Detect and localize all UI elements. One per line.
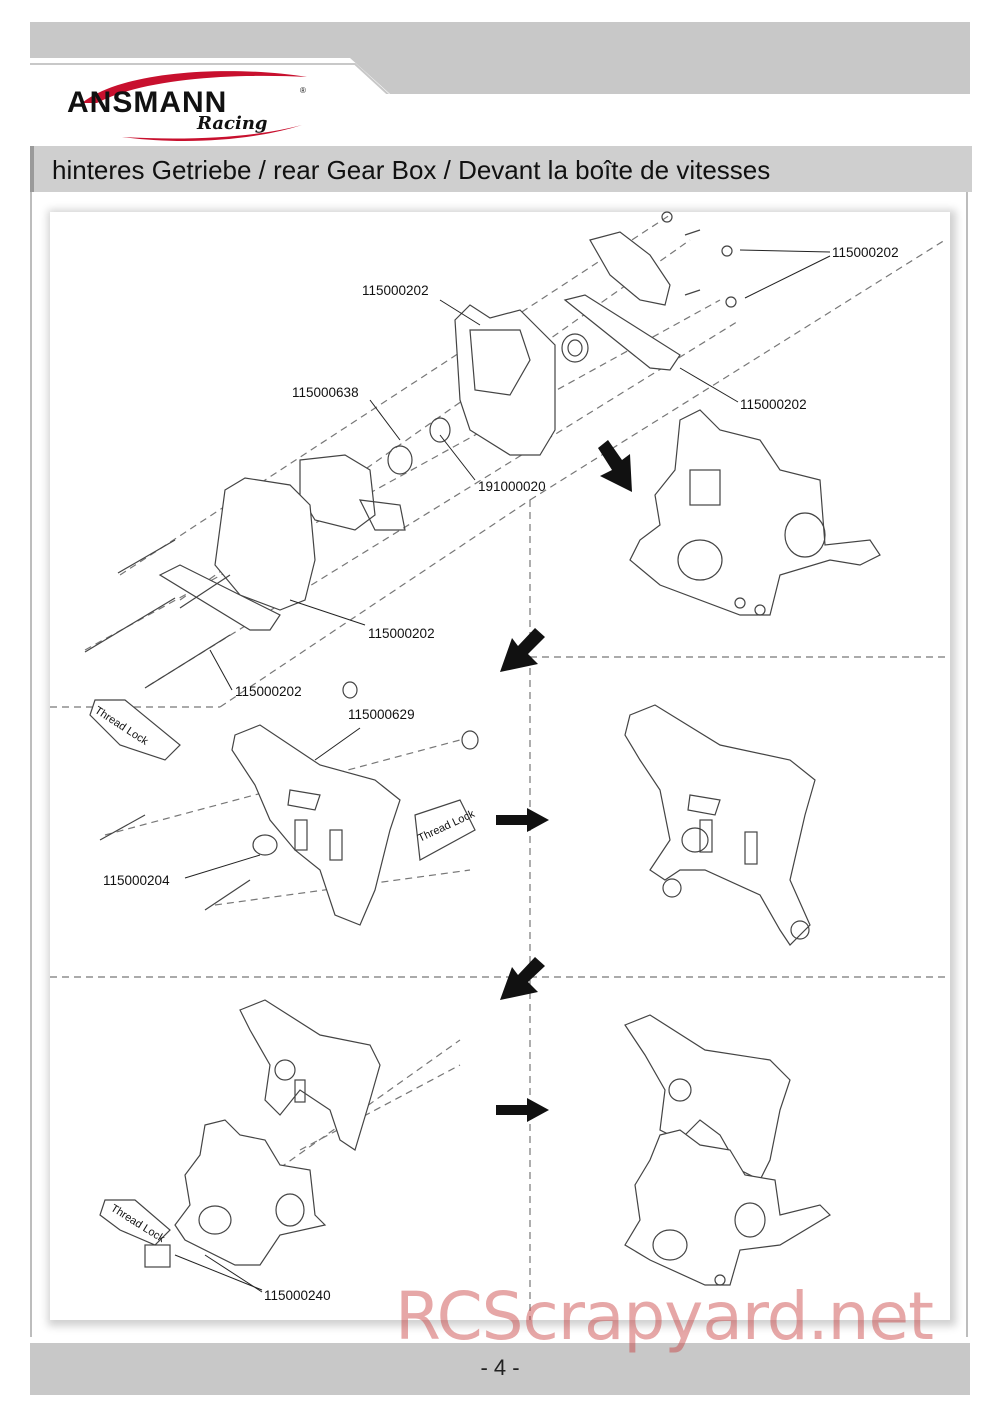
arrow-down-right-icon — [598, 440, 632, 492]
section-title-bar: hinteres Getriebe / rear Gear Box / Deva… — [30, 146, 972, 192]
gearbox-assembled-view — [629, 409, 881, 616]
footer-bar — [30, 1343, 970, 1395]
watermark: RCScrapyard.net — [395, 1278, 934, 1355]
step-arrows — [496, 440, 632, 1122]
part-label: 115000202 — [362, 283, 429, 298]
svg-text:®: ® — [300, 86, 306, 95]
part-label: 191000020 — [478, 479, 546, 494]
header-bar — [30, 22, 970, 94]
combined-exploded-view — [99, 999, 381, 1268]
part-label: 115000202 — [368, 626, 435, 641]
combined-assembled-view — [624, 1014, 831, 1286]
arrow-down-left-icon — [500, 957, 545, 1000]
part-label: 115000202 — [832, 245, 899, 260]
shock-tower-exploded-view — [89, 681, 479, 926]
part-label: 115000638 — [292, 385, 359, 400]
page-frame — [30, 192, 968, 1337]
arrow-down-left-icon — [500, 628, 545, 672]
shock-tower-assembled-view — [624, 704, 816, 946]
part-label: 115000202 — [235, 684, 302, 699]
arrow-right-icon — [496, 1098, 549, 1122]
part-label: 115000240 — [264, 1288, 331, 1303]
leader-lines — [174, 249, 831, 1293]
gearbox-exploded-view — [84, 211, 737, 689]
part-label: 115000202 — [740, 397, 807, 412]
ansmann-racing-logo: ANSMANN ® Racing — [67, 71, 307, 141]
brand-sub: Racing — [196, 113, 268, 134]
brand-name: ANSMANN — [67, 86, 227, 119]
part-label: 115000629 — [348, 707, 415, 722]
page-number: - 4 - — [480, 1355, 520, 1380]
arrow-right-icon — [496, 808, 549, 832]
section-title: hinteres Getriebe / rear Gear Box / Deva… — [52, 155, 771, 185]
part-label: 115000204 — [103, 873, 170, 888]
